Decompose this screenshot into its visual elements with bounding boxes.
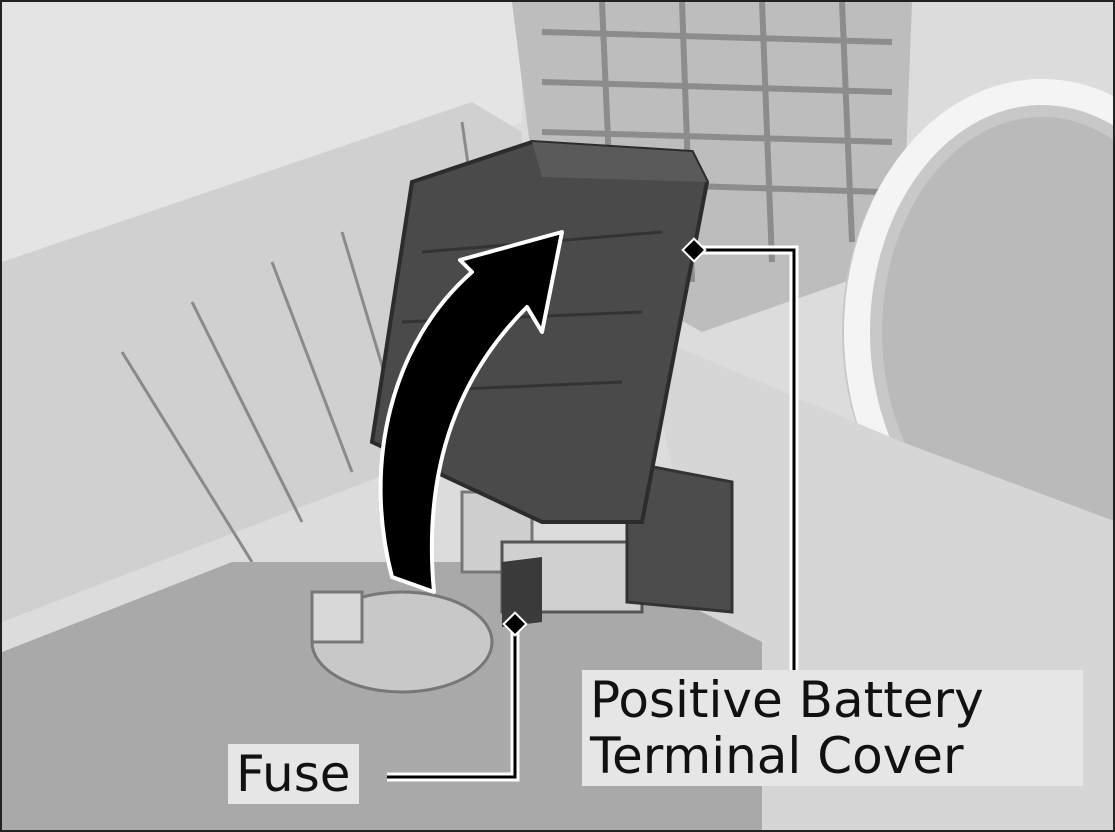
cover-label: Positive Battery Terminal Cover xyxy=(582,670,1083,786)
fuse-block xyxy=(500,460,734,627)
intake-pipe xyxy=(842,79,1113,585)
cover-label-line2: Terminal Cover xyxy=(590,727,964,785)
fuse-label: Fuse xyxy=(228,744,359,804)
battery-terminal xyxy=(310,490,534,694)
air-box-panel xyxy=(2,102,522,622)
cover-label-line1: Positive Battery xyxy=(590,671,984,729)
fuse-leader xyxy=(387,611,528,782)
cover-leader xyxy=(681,237,799,670)
battery-top xyxy=(2,562,762,830)
lift-arrow xyxy=(378,230,564,594)
